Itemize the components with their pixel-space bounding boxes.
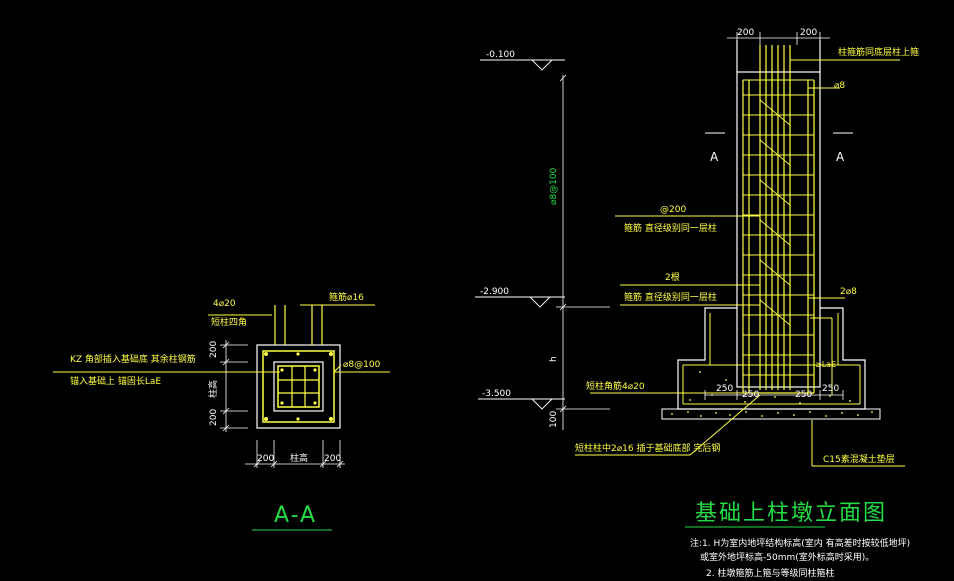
dim-left-top-200: 200 xyxy=(209,341,219,358)
section-a-a: 4⌀20 短柱四角 箍筋⌀16 KZ 角部插入基础底 其余柱钢筋 锚入基础上 锚… xyxy=(53,291,390,531)
section-corner-bars xyxy=(264,352,333,421)
dim-bottom-100: 100 xyxy=(549,411,559,428)
dim-left-bottom-200: 200 xyxy=(209,409,219,426)
elevation-leaders xyxy=(575,59,905,467)
footing-bars xyxy=(682,313,861,405)
label-lae: ≥LaE xyxy=(815,360,836,369)
label-stirrup-spacing: ⌀8@100 xyxy=(343,360,381,370)
elev-mid: -2.900 xyxy=(480,287,509,297)
label-at200: @200 xyxy=(660,205,686,215)
label-at200-note: 箍筋 直径级别同一层柱 xyxy=(624,222,717,234)
dim-250-a: 250 xyxy=(716,384,733,394)
dim-250-c: 250 xyxy=(795,390,812,400)
section-outer-outline xyxy=(256,344,341,429)
label-two-bars: 2根 xyxy=(665,271,680,283)
label-top-right-note: 柱箍筋同底层柱上箍 xyxy=(838,46,919,58)
note-line-3: 2. 柱墩箍筋上箍与等级同柱箍柱 xyxy=(706,567,834,579)
elevation-marks xyxy=(475,59,565,410)
dim-left-col: 柱高 xyxy=(207,380,219,398)
section-marker-left: A xyxy=(710,150,719,164)
label-two-phi8: 2⌀8 xyxy=(840,287,857,297)
section-top-bars xyxy=(274,305,323,345)
label-phi8: ⌀8 xyxy=(834,81,845,91)
dim-250-d: 250 xyxy=(822,384,839,394)
label-two-bars-note: 箍筋 直径级别同一层柱 xyxy=(624,291,717,303)
label-bottom-bars: 短柱柱中2⌀16 插于基础底部 完后钢 xyxy=(575,442,720,454)
section-leaders xyxy=(53,304,390,373)
notes: 注:1. H为室内地坪结构标高(室内 有高差时按较低地坪) 或室外地坪标高-50… xyxy=(690,537,910,579)
dim-bottom-right-200: 200 xyxy=(324,454,341,464)
label-kz-note-1: KZ 角部插入基础底 其余柱钢筋 xyxy=(70,353,196,365)
label-c15: C15素混凝土垫层 xyxy=(823,453,895,465)
bottom-250-dims xyxy=(704,390,844,400)
section-marker-right: A xyxy=(836,150,845,164)
label-short-col-corners: 短柱四角 xyxy=(211,316,247,328)
note-line-2: 或室外地坪标高-50mm(室外标高时采用)。 xyxy=(700,551,874,563)
section-left-dims xyxy=(220,340,248,432)
dim-h: h xyxy=(549,356,559,362)
column-ties xyxy=(759,99,791,326)
note-line-1: 注:1. H为室内地坪结构标高(室内 有高差时按较低地坪) xyxy=(690,537,910,549)
section-column-stirrup xyxy=(277,365,320,408)
dim-250-b: 250 xyxy=(742,390,759,400)
dim-top-left-200: 200 xyxy=(737,28,754,38)
column-rebars xyxy=(742,45,815,394)
section-column-grid xyxy=(278,366,319,407)
elev-top: -0.100 xyxy=(486,50,515,60)
section-stirrup-outer xyxy=(262,350,335,423)
elevation-top-dims xyxy=(727,32,830,45)
label-short-col-bars: 短柱角筋4⌀20 xyxy=(586,380,645,392)
section-title: A-A xyxy=(274,503,317,528)
c15-pad xyxy=(661,408,881,420)
elev-bot: -3.500 xyxy=(482,389,511,399)
elevation-vert-dim xyxy=(556,74,610,430)
dim-bottom-left-200: 200 xyxy=(257,454,274,464)
section-bottom-dims xyxy=(245,440,345,468)
section-column-outline xyxy=(273,361,324,412)
dim-bottom-col: 柱高 xyxy=(290,452,308,464)
elevation-view: -0.100 -2.900 -3.500 ⌀8@100 h 100 xyxy=(475,28,919,528)
elevation-title: 基础上柱墩立面图 xyxy=(695,501,887,526)
label-kz-note-2: 锚入基础上 锚固长LaE xyxy=(70,375,161,387)
label-4-bars: 4⌀20 xyxy=(213,299,236,309)
dim-top-right-200: 200 xyxy=(800,28,817,38)
dim-stirrup-spacing: ⌀8@100 xyxy=(549,167,559,205)
footing-hatch xyxy=(689,371,851,404)
label-main-stirrup: 箍筋⌀16 xyxy=(329,291,364,303)
